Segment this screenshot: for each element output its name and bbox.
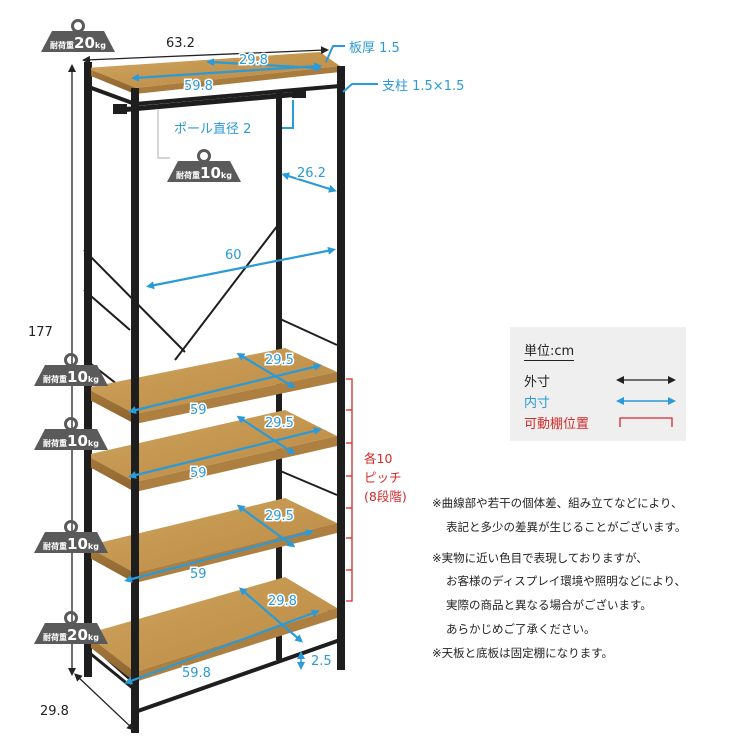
- outer-height-label: 177: [28, 325, 53, 340]
- weight-badge-6: 耐荷重20kg: [34, 611, 108, 644]
- board-thickness-leader: [325, 45, 345, 63]
- bracket-icon: [619, 417, 673, 427]
- weight-icon: [167, 161, 241, 182]
- width-arrow: [82, 46, 329, 64]
- outer-arrow-icon: [616, 376, 676, 384]
- legend-shelf-position: 可動棚位置: [524, 417, 590, 432]
- shelf-2-depth-label: 29.5: [265, 416, 294, 431]
- hanging-depth-label: 26.2: [297, 166, 326, 181]
- note-3-line-1: ※天板と底板は固定棚になります。: [432, 645, 613, 660]
- pole-leader: [282, 100, 294, 129]
- pole-weight-leader: [157, 110, 170, 159]
- weight-label: 耐荷重20kg: [50, 34, 106, 52]
- weight-badge-4: 耐荷重10kg: [34, 417, 108, 450]
- board-thickness-label: 板厚 1.5: [349, 41, 400, 56]
- weight-ring-icon: [64, 520, 78, 534]
- note-1-line-1: ※曲線部や若干の個体差、組み立てなどにより、: [432, 496, 683, 510]
- weight-label: 耐荷重10kg: [43, 368, 99, 386]
- outer-depth-label: 29.8: [40, 704, 69, 719]
- shelf-1-width-label: 59: [190, 403, 207, 418]
- bottom-clearance-label: 2.5: [311, 654, 332, 669]
- inner-dimension-lines: [124, 58, 337, 685]
- weight-icon: [34, 623, 108, 644]
- weight-ring-icon: [64, 417, 78, 431]
- shelf-3: [86, 498, 337, 583]
- weight-ring-icon: [197, 149, 211, 163]
- weight-ring-icon: [64, 611, 78, 625]
- weight-icon: [41, 31, 115, 52]
- shelf-1: [86, 348, 337, 424]
- pitch-line-1: 各10: [364, 451, 393, 466]
- pitch-line-3: (8段階): [364, 489, 407, 504]
- weight-icon: [34, 365, 108, 386]
- bottom-board: [86, 577, 337, 682]
- inner-dimension-labels: 29.8 59.8 26.2 60 29.5 59 29.5 59 29.5 5…: [181, 52, 328, 683]
- note-2-line-2: お客様のディスプレイ環境や照明などにより、: [446, 574, 687, 589]
- note-2-line-3: 実際の商品と異なる場合がございます。: [446, 598, 652, 613]
- weight-label: 耐荷重10kg: [176, 164, 232, 182]
- top-depth-label: 29.8: [239, 53, 268, 68]
- weight-label: 耐荷重20kg: [43, 626, 99, 644]
- weight-icon: [34, 532, 108, 553]
- callout-lines: [282, 45, 378, 129]
- pole-diameter-label: ポール直径 2: [174, 122, 251, 137]
- top-width-label: 59.8: [184, 79, 213, 94]
- weight-label: 耐荷重10kg: [43, 432, 99, 450]
- shelf-3-depth-label: 29.5: [265, 509, 294, 524]
- weight-badge-2: 耐荷重10kg: [167, 149, 241, 182]
- legend: 単位:cm 外寸 内寸 可動棚位置: [510, 327, 686, 441]
- hanging-width-label: 60: [225, 248, 242, 263]
- weight-badge-1: 耐荷重20kg: [41, 19, 115, 52]
- bottom-depth-label: 29.8: [268, 594, 297, 609]
- weight-ring-icon: [71, 19, 85, 33]
- note-2-line-1: ※実物に近い色目で表現しておりますが、: [432, 550, 648, 565]
- weight-badge-5: 耐荷重10kg: [34, 520, 108, 553]
- post-size-label: 支柱 1.5×1.5: [382, 79, 464, 94]
- shelf-2-width-label: 59: [190, 466, 207, 481]
- bottom-width-label: 59.8: [182, 666, 211, 681]
- pitch-line-2: ピッチ: [364, 470, 402, 485]
- shelf-1-depth-label: 29.5: [265, 353, 294, 368]
- note-2-line-4: あらかじめご了承ください。: [446, 621, 596, 636]
- notes: ※曲線部や若干の個体差、組み立てなどにより、 表記と多少の差異が生じることがござ…: [432, 492, 750, 666]
- depth-arrow: [74, 673, 135, 731]
- weight-icon: [34, 429, 108, 450]
- inner-arrow-icon: [616, 397, 676, 405]
- shelf-pitch-label: 各10 ピッチ (8段階): [364, 449, 407, 506]
- weight-badges: 耐荷重20kg 耐荷重10kg 耐荷重10kg 耐荷重10kg 耐荷重10kg 耐荷重20…: [34, 19, 241, 644]
- legend-outer: 外寸: [524, 375, 551, 390]
- legend-title: 単位:cm: [524, 340, 575, 361]
- legend-inner: 内寸: [524, 396, 551, 411]
- weight-badge-3: 耐荷重10kg: [34, 353, 108, 386]
- post-leader: [342, 83, 378, 93]
- shelf-3-width-label: 59: [190, 567, 207, 582]
- hanger-pole: [119, 91, 301, 113]
- outer-width-label: 63.2: [166, 36, 195, 51]
- adjustable-shelf-bracket: [346, 378, 353, 602]
- weight-label: 耐荷重10kg: [43, 535, 99, 553]
- weight-ring-icon: [64, 353, 78, 367]
- note-1-line-2: 表記と多少の差異が生じることがございます。: [446, 519, 687, 534]
